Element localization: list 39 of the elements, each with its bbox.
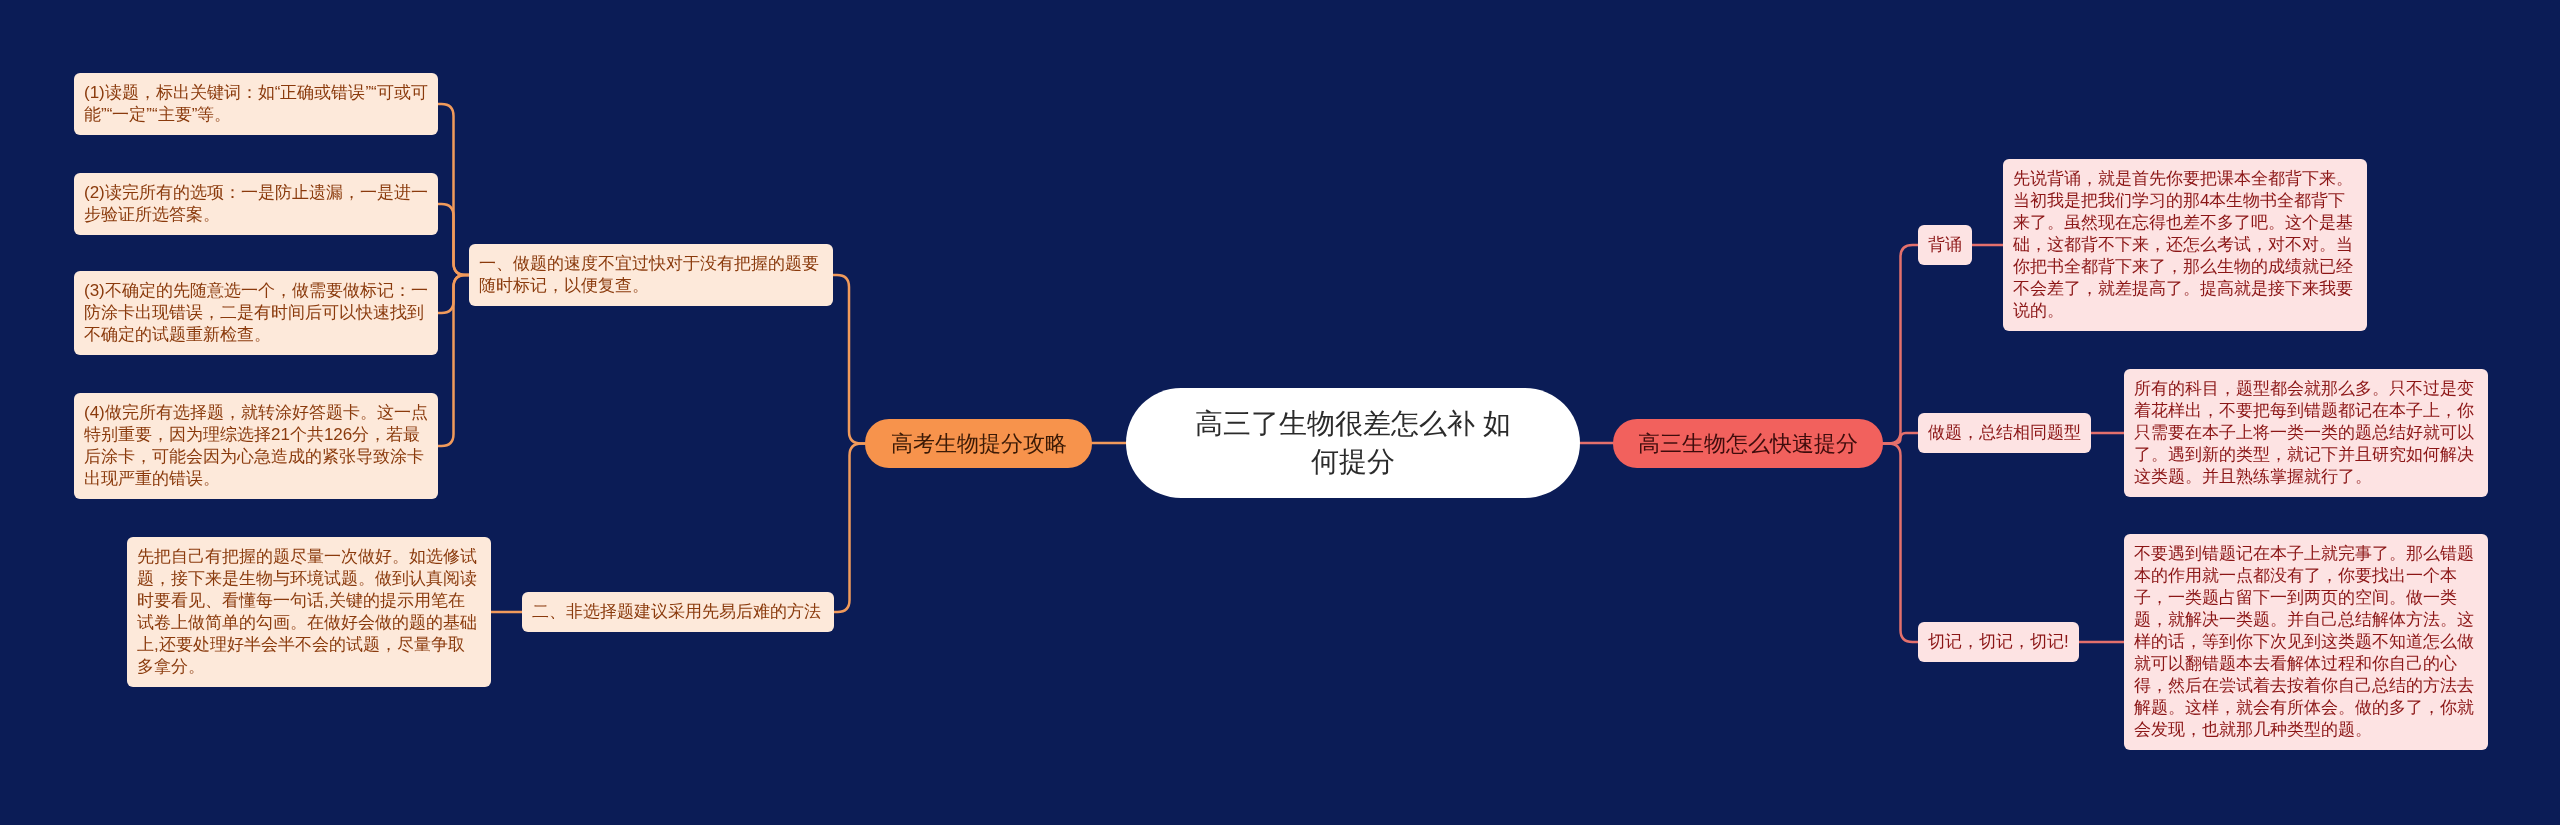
subtopic-card (522, 592, 834, 632)
connector-line (489, 610, 524, 614)
subtopic-text: 背诵 (1928, 234, 1962, 256)
main-branch (1613, 419, 1883, 468)
note-card (74, 393, 438, 499)
connector-line (832, 442, 867, 614)
subtopic-text: 二、非选择题建议采用先易后难的方法 (532, 601, 822, 623)
subtopic-card (469, 244, 833, 306)
topic-text: 高三了生物很差怎么补 如何提分 (1194, 407, 1512, 479)
subtopic-text: 切记，切记，切记! (1928, 631, 2069, 653)
subtopic-text: 做题，总结相同题型 (1928, 422, 2081, 444)
note-card (2003, 159, 2367, 331)
connector-line (1970, 243, 2005, 247)
connector-line (436, 273, 471, 448)
branch-text: 高考生物提分攻略 (889, 430, 1068, 457)
connector-line (2077, 640, 2126, 644)
note-card (74, 173, 438, 235)
note-card (74, 271, 438, 355)
subtopic-card (1918, 622, 2079, 662)
note-text: 先说背诵，就是首先你要把课本全都背下来。当初我是把我们学习的那4本生物书全都背下来了。虽然现在忘得也差不多了吧。这个是基础，这都背不下来，还怎么考试，对不对。当你把书全都背下来了，那么生物的成绩就已经不会差了，就差提高了。提高就是接下来我要说的。 (2013, 168, 2354, 322)
subtopic-card (1918, 225, 1972, 265)
connector-line (1881, 442, 1920, 644)
note-card (127, 537, 491, 687)
note-text: (4)做完所有选择题，就转涂好答题卡。这一点特别重要，因为理综选择21个共126分，若最后涂卡，可能会因为心急造成的紧张导致涂卡出现严重的错误。 (84, 402, 428, 490)
note-text: 不要遇到错题记在本子上就完事了。那么错题本的作用就一点都没有了，你要找出一个本子，一类题占留下一到两页的空间。做一类题，就解决一类题。并自己总结解体方法。这样的话，等到你下次见到这类题不知道怎么做就可以翻错题本去看解体过程和你自己的心得，然后在尝试着去按着你自己总结的方法去解题。这样，就会有所体会。做的多了，你就会发现，也就那几种类型的题。 (2134, 543, 2475, 741)
branch-text: 高三生物怎么快速提分 (1637, 430, 1859, 457)
note-card (2124, 369, 2488, 497)
note-text: (1)读题，标出关键词：如“正确或错误”“可或可能”“一定”“主要”等。 (84, 82, 428, 126)
main-branch (865, 419, 1092, 468)
note-text: 先把自己有把握的题尽量一次做好。如选修试题，接下来是生物与环境试题。做到认真阅读时要看见、看懂每一句话,关键的提示用笔在试卷上做简单的勾画。在做好会做的题的基础上,还要处理好半会半不会的试题，尽量争取多拿分。 (137, 546, 478, 678)
note-text: (2)读完所有的选项：一是防止遗漏，一是进一步验证所选答案。 (84, 182, 428, 226)
connector-line (2089, 431, 2126, 435)
subtopic-card (1918, 413, 2091, 453)
note-text: (3)不确定的先随意选一个，做需要做标记：一防涂卡出现错误，二是有时间后可以快速找到不确定的试题重新检查。 (84, 280, 428, 346)
subtopic-text: 一、做题的速度不宜过快对于没有把握的题要随时标记，以便复查。 (479, 253, 820, 297)
connector-line (1578, 441, 1615, 445)
connector-line (1090, 441, 1128, 445)
note-text: 所有的科目，题型都会就那么多。只不过是变着花样出，不要把每到错题都记在本子上，你只需要在本子上将一类一类的题总结好就可以了。遇到新的类型，就记下并且研究如何解决这类题。并且熟练掌握就行了。 (2134, 378, 2475, 488)
note-card (74, 73, 438, 135)
